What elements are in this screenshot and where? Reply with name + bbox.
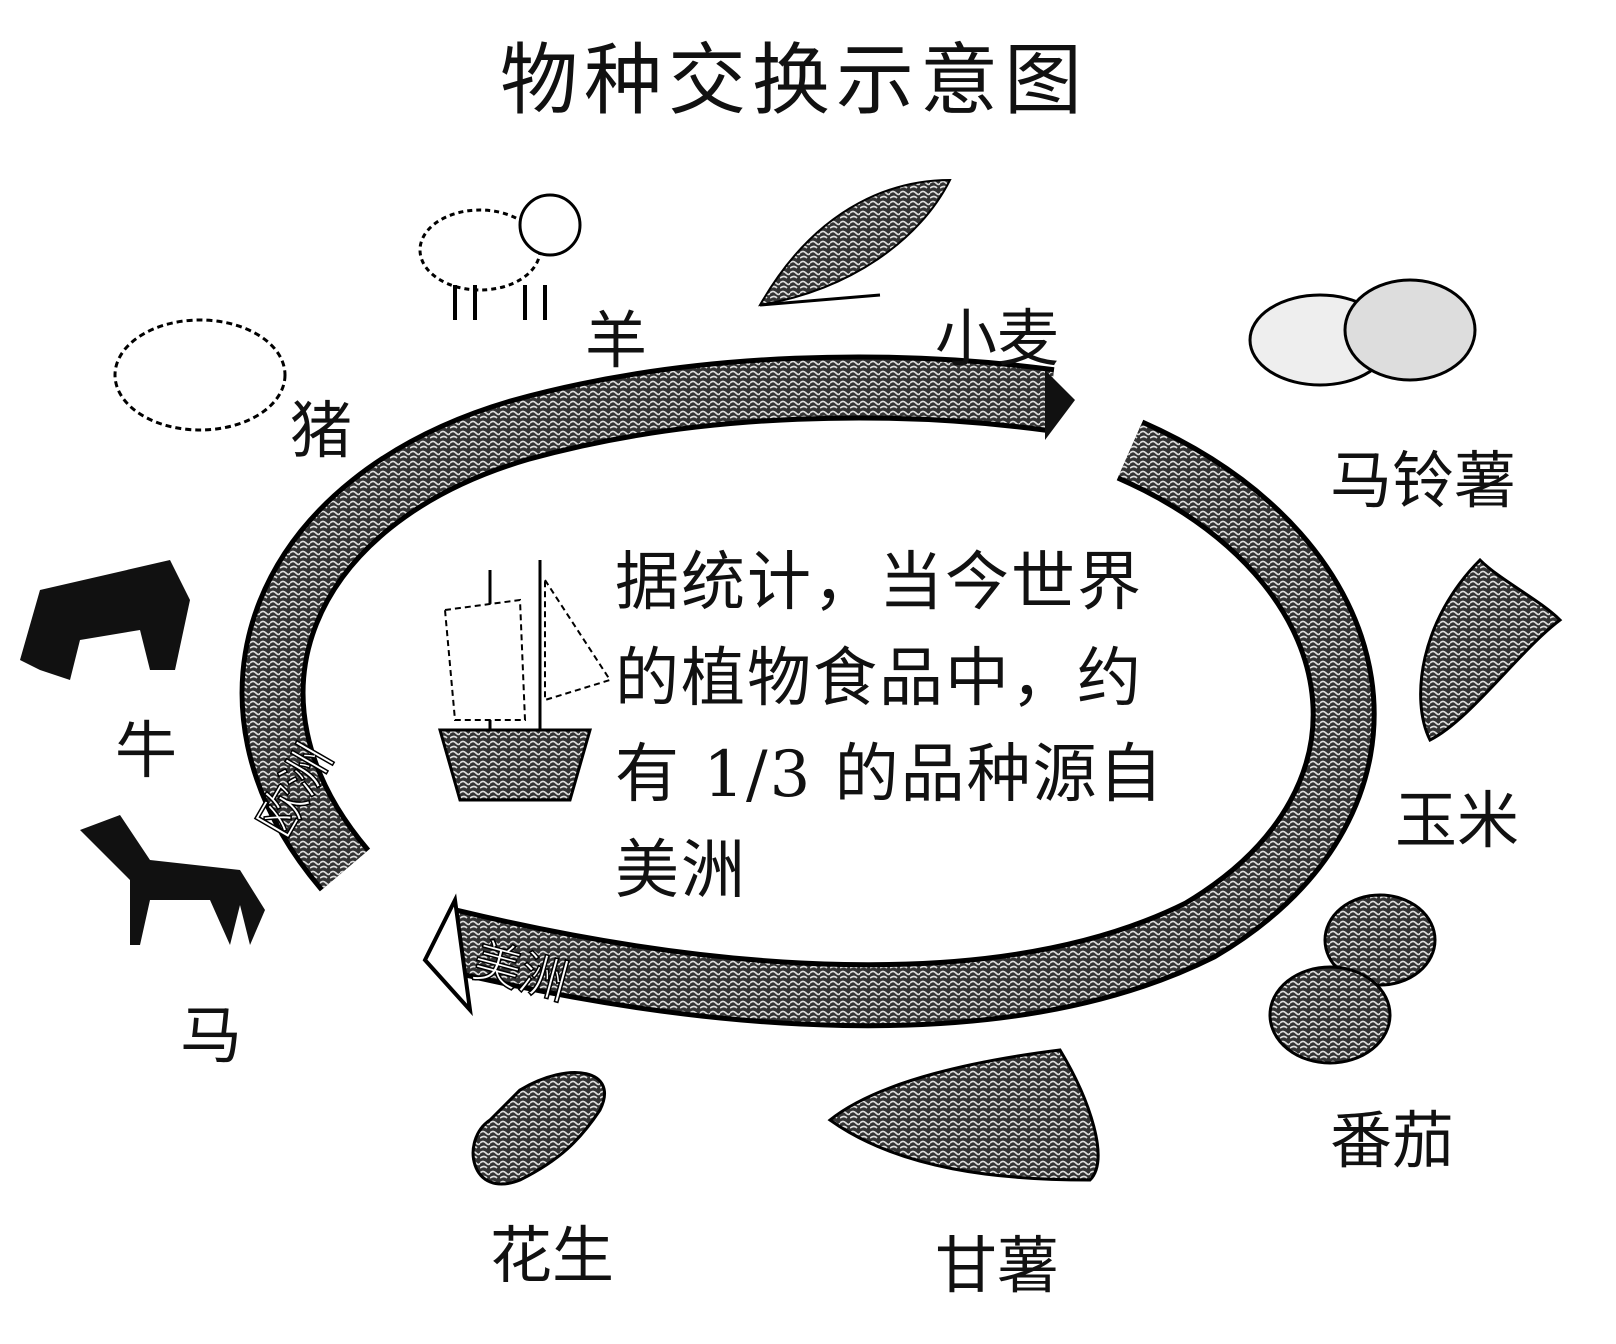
arrowhead-right-icon xyxy=(1045,370,1075,440)
center-statistic-text: 据统计，当今世界的植物食品中，约有 1/3 的品种源自美洲 xyxy=(615,546,1165,908)
diagram-title: 物种交换示意图 xyxy=(500,36,1089,126)
label-wheat: 小麦 xyxy=(935,302,1060,375)
horse-icon xyxy=(80,815,265,945)
ship-icon xyxy=(438,560,612,802)
label-potato: 马铃薯 xyxy=(1330,444,1517,517)
sheep-icon xyxy=(418,193,582,320)
cattle-icon xyxy=(20,560,190,680)
label-peanut: 花生 xyxy=(490,1219,615,1292)
corn-icon xyxy=(1419,557,1563,743)
wheat-icon xyxy=(758,178,952,307)
label-pig: 猪 xyxy=(290,394,353,467)
label-sweet-potato: 甘薯 xyxy=(935,1229,1060,1302)
label-horse: 马 xyxy=(180,999,243,1072)
label-sheep: 羊 xyxy=(585,304,648,377)
arrowhead-left-icon xyxy=(422,893,473,1017)
label-tomato: 番茄 xyxy=(1330,1104,1455,1177)
pig-icon xyxy=(113,318,287,432)
label-cattle: 牛 xyxy=(115,714,178,787)
potato-icon xyxy=(1248,278,1477,387)
sweet-potato-icon xyxy=(827,1048,1100,1182)
tomato-icon xyxy=(1268,893,1437,1065)
label-corn: 玉米 xyxy=(1395,784,1520,857)
peanut-icon xyxy=(471,1071,606,1186)
